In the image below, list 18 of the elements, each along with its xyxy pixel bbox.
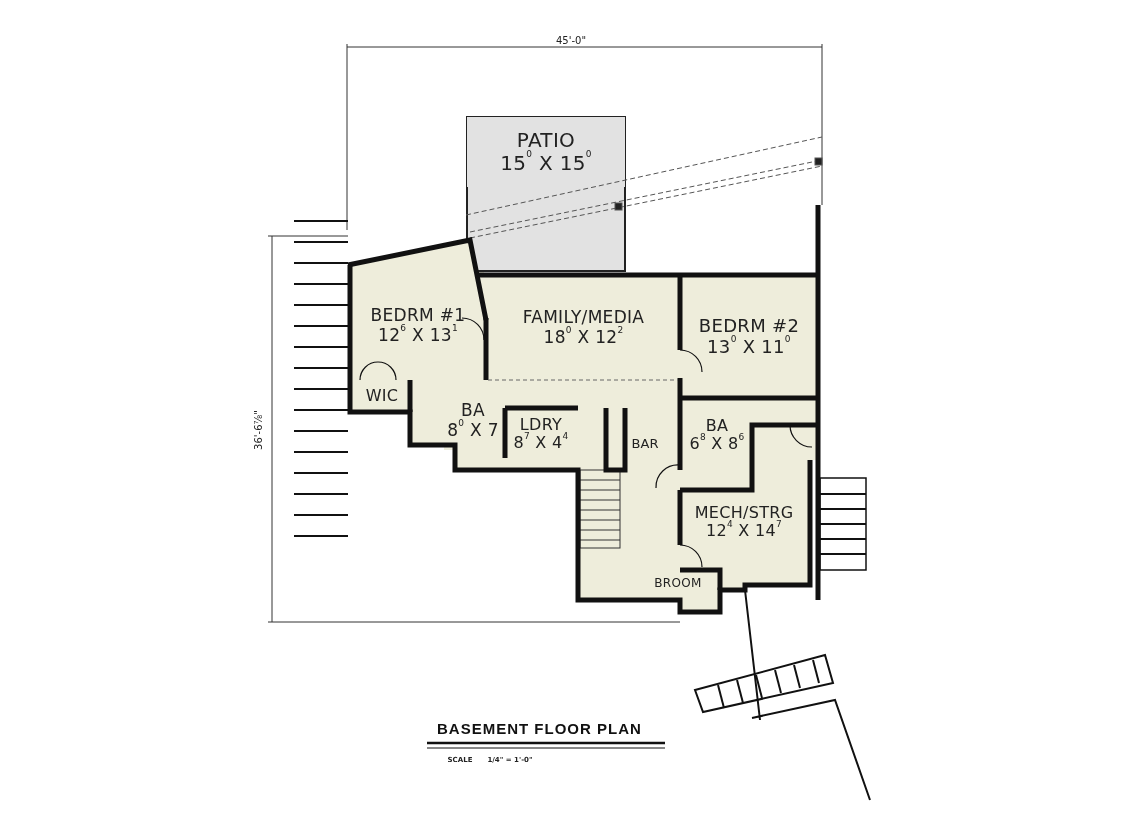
room-size: 15$^{0}$ X 15$^{0}$ <box>500 152 592 175</box>
plan-title: BASEMENT FLOOR PLAN <box>437 720 642 737</box>
room-name: WIC <box>365 386 399 406</box>
dimension-label: 45'-0" <box>556 34 586 46</box>
room-size: 12$^{6}$ X 13$^{1}$ <box>378 326 458 346</box>
room-name: BROOM <box>654 577 702 591</box>
room-size: 8$^{7}$ X 4$^{4}$ <box>513 434 569 453</box>
room-size: 6$^{8}$ X 8$^{6}$ <box>689 435 745 454</box>
patio-area <box>467 117 625 187</box>
room-name: FAMILY/MEDIA <box>522 308 645 328</box>
room-name: BA <box>705 416 729 435</box>
room-name: BAR <box>631 435 659 451</box>
room-size: 13$^{0}$ X 11$^{0}$ <box>707 337 791 358</box>
room-name: MECH/STRG <box>694 503 794 522</box>
dimension-label: 36'-6⅞" <box>252 410 264 450</box>
room-size: 18$^{0}$ X 12$^{2}$ <box>543 328 624 348</box>
room-size: 12$^{4}$ X 14$^{7}$ <box>706 522 782 541</box>
room-size: 8$^{0}$ X 7 <box>447 421 499 441</box>
